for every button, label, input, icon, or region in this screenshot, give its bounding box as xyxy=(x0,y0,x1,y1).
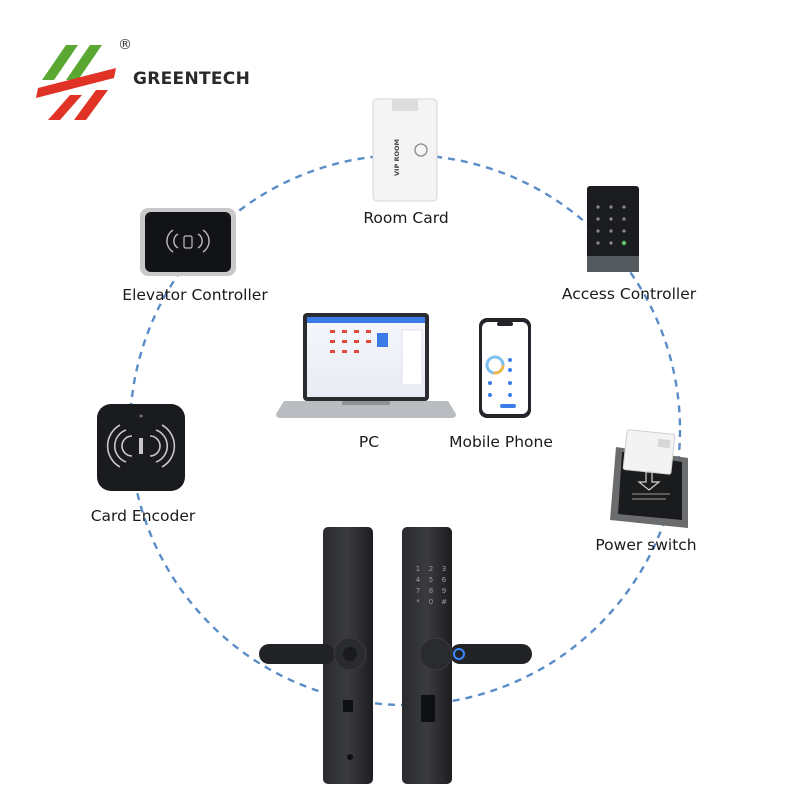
elevator-controller-image xyxy=(140,208,236,276)
svg-text:#: # xyxy=(441,598,447,606)
card-encoder-label: Card Encoder xyxy=(90,507,196,525)
access-controller-label: Access Controller xyxy=(561,285,697,303)
svg-text:5: 5 xyxy=(429,576,433,584)
access-controller-image xyxy=(587,186,639,272)
svg-text:1: 1 xyxy=(416,565,420,573)
svg-text:7: 7 xyxy=(416,587,420,595)
room-card-text: VIP ROOM xyxy=(393,138,401,176)
svg-text:9: 9 xyxy=(442,587,446,595)
room-card-label: Room Card xyxy=(363,209,449,227)
svg-text:6: 6 xyxy=(442,576,447,584)
elevator-controller-label: Elevator Controller xyxy=(122,286,268,304)
fingerprint-sensor-icon xyxy=(453,648,465,660)
room-card-image xyxy=(372,98,438,202)
registered-mark: ® xyxy=(118,37,132,53)
power-switch-label: Power switch xyxy=(595,536,697,554)
mobile-phone-image xyxy=(479,318,531,418)
svg-text:*: * xyxy=(416,598,420,606)
pc-laptop-image xyxy=(276,313,456,418)
svg-text:4: 4 xyxy=(416,576,421,584)
brand-name: GREENTECH xyxy=(133,69,251,89)
svg-text:2: 2 xyxy=(429,565,433,573)
svg-text:0: 0 xyxy=(429,598,433,606)
pc-label: PC xyxy=(358,433,380,451)
greentech-logo-icon xyxy=(36,45,116,120)
mobile-phone-label: Mobile Phone xyxy=(449,433,553,451)
power-switch-image xyxy=(610,429,688,528)
card-encoder-image xyxy=(97,404,185,491)
svg-text:8: 8 xyxy=(429,587,433,595)
svg-text:3: 3 xyxy=(442,565,446,573)
